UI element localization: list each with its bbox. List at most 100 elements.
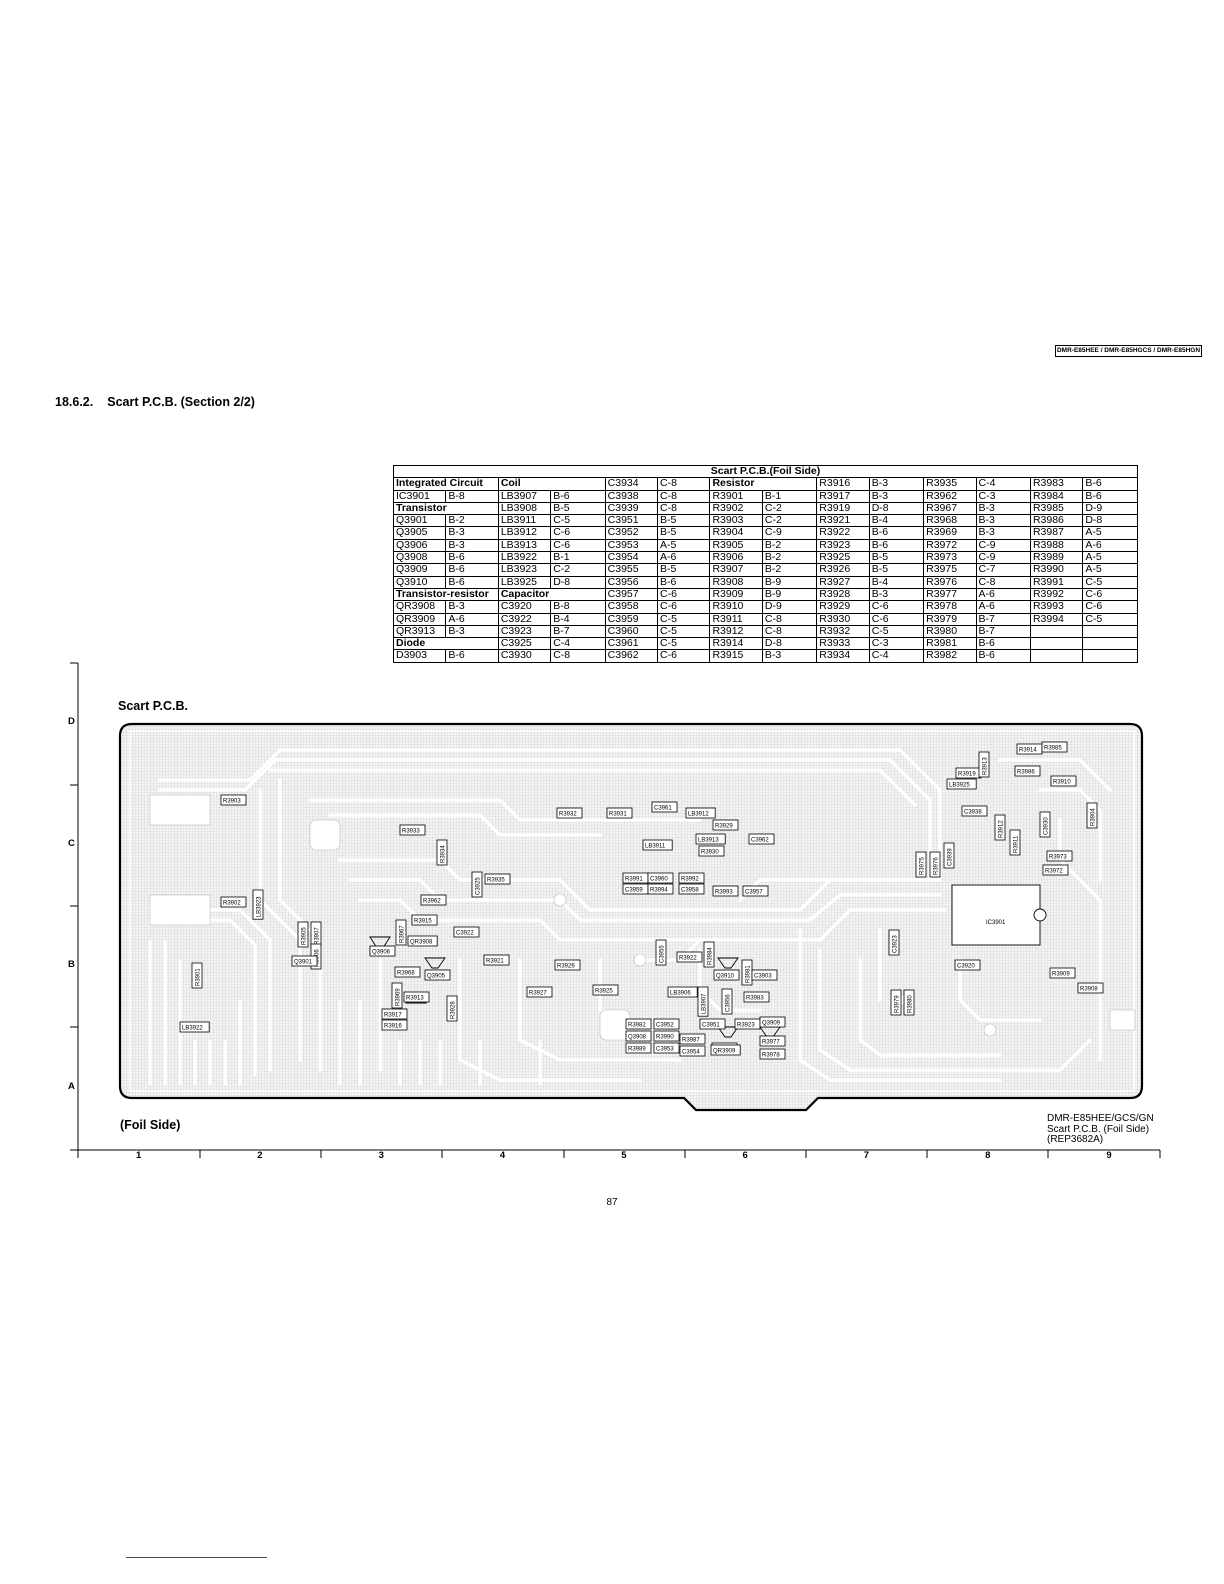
component-label: R3962 [423, 899, 441, 905]
component-label: C3951 [702, 1023, 720, 1029]
model-note-line: (REP3682A) [1047, 1134, 1104, 1145]
component-footprint [710, 1044, 741, 1056]
component-footprint [191, 962, 203, 989]
ref-designator: C3938 [604, 489, 659, 503]
grid-location: A-6 [975, 600, 1031, 614]
grid-location: C-5 [550, 514, 606, 528]
grid-location [1082, 649, 1138, 663]
component-label: R3981 [746, 965, 752, 983]
component-label: R3931 [609, 812, 627, 818]
grid-location: B-3 [868, 587, 925, 602]
grid-location: B-3 [761, 649, 818, 663]
model-note-line: Scart P.C.B. (Foil Side) [1047, 1123, 1150, 1135]
component-label: Q3905 [427, 974, 446, 980]
component-footprint [554, 959, 581, 971]
column-label: 2 [257, 1150, 262, 1161]
component-footprint [678, 883, 705, 895]
ref-designator: LB3923 [497, 563, 552, 577]
ref-designator: R3915 [709, 649, 763, 663]
component-footprint [1050, 775, 1077, 787]
component-footprint [699, 1018, 726, 1030]
component-label: R3973 [1049, 855, 1067, 861]
component-label: C3903 [754, 974, 772, 980]
ref-designator [1029, 649, 1084, 663]
component-label: R3911 [1014, 835, 1020, 853]
grid-location: C-6 [868, 612, 925, 626]
component-label: R3916 [384, 1024, 402, 1030]
component-footprint [685, 807, 716, 819]
grid-location: C-5 [868, 624, 925, 639]
component-footprint [592, 984, 619, 996]
ref-designator: R3975 [923, 563, 977, 577]
component-label: R3989 [628, 1047, 646, 1053]
component-label: R3984 [708, 947, 714, 965]
ref-designator: R3919 [816, 501, 870, 516]
grid-location: D-8 [1082, 514, 1138, 528]
model-tag: DMR-E85HEE / DMR-E85HGCS / DMR-E85HGN [1055, 345, 1202, 357]
grid-location: C-8 [975, 575, 1031, 589]
row-label: C [68, 838, 75, 849]
row-label: B [68, 959, 75, 970]
grid-location: B-7 [975, 612, 1031, 626]
component-label: C3920 [957, 964, 975, 970]
ref-designator: C3959 [604, 612, 659, 626]
component-footprint [679, 1033, 706, 1045]
component-footprint [526, 986, 553, 998]
component-label: R3968 [397, 971, 415, 977]
ref-designator: LB3912 [497, 526, 552, 540]
parts-location-table: Scart P.C.B.(Foil Side)Integrated Circui… [392, 464, 1138, 663]
ref-designator: C3958 [604, 600, 659, 614]
component-label: C3952 [656, 1023, 674, 1029]
grid-location: C-2 [550, 563, 606, 577]
section-number: 18.6.2. [55, 395, 94, 409]
component-footprint [678, 872, 705, 884]
component-label: R3930 [701, 850, 719, 856]
component-label: R3903 [223, 799, 241, 805]
component-label: R3994 [650, 888, 668, 894]
component-footprint [625, 1042, 652, 1054]
component-footprint [888, 929, 900, 956]
grid-location: B-5 [657, 514, 711, 528]
component-label: R3983 [746, 996, 764, 1002]
grid-location: B-3 [445, 538, 499, 553]
component-footprint [1014, 765, 1041, 777]
component-footprint [369, 945, 396, 957]
component-label: R3921 [486, 959, 504, 965]
component-footprint [954, 959, 981, 971]
component-footprint [653, 1030, 680, 1042]
component-label: C3961 [654, 806, 672, 812]
component-label: QR3908 [410, 940, 433, 946]
row-label: A [68, 1081, 75, 1092]
component-footprint [653, 1042, 680, 1054]
component-label: LB3907 [702, 993, 708, 1014]
grid-location: B-9 [761, 575, 818, 589]
grid-location [1082, 624, 1138, 639]
grid-location: D-8 [868, 501, 925, 516]
component-footprint [252, 889, 264, 920]
component-footprint [994, 814, 1006, 841]
component-label: C3959 [625, 888, 643, 894]
component-label: Q3906 [372, 950, 391, 956]
component-label: R3915 [414, 919, 432, 925]
component-label: R3912 [999, 820, 1005, 838]
component-label: R3979 [895, 995, 901, 1013]
column-label: 7 [864, 1150, 869, 1161]
component-footprint [915, 851, 927, 878]
diagram-title: Scart P.C.B. [118, 699, 188, 713]
grid-location: C-2 [761, 514, 818, 528]
grid-location: C-3 [868, 637, 925, 651]
grid-location: B-1 [550, 551, 606, 565]
component-label: C3938 [964, 810, 982, 816]
frame [70, 662, 1161, 1158]
component-footprint [647, 883, 674, 895]
component-label: R3977 [762, 1040, 780, 1046]
ref-designator: R3907 [709, 563, 763, 577]
ref-designator: C3961 [604, 637, 659, 651]
grid-location: B-3 [445, 624, 499, 639]
component-label: C3954 [682, 1050, 700, 1056]
component-footprint [1086, 802, 1098, 829]
